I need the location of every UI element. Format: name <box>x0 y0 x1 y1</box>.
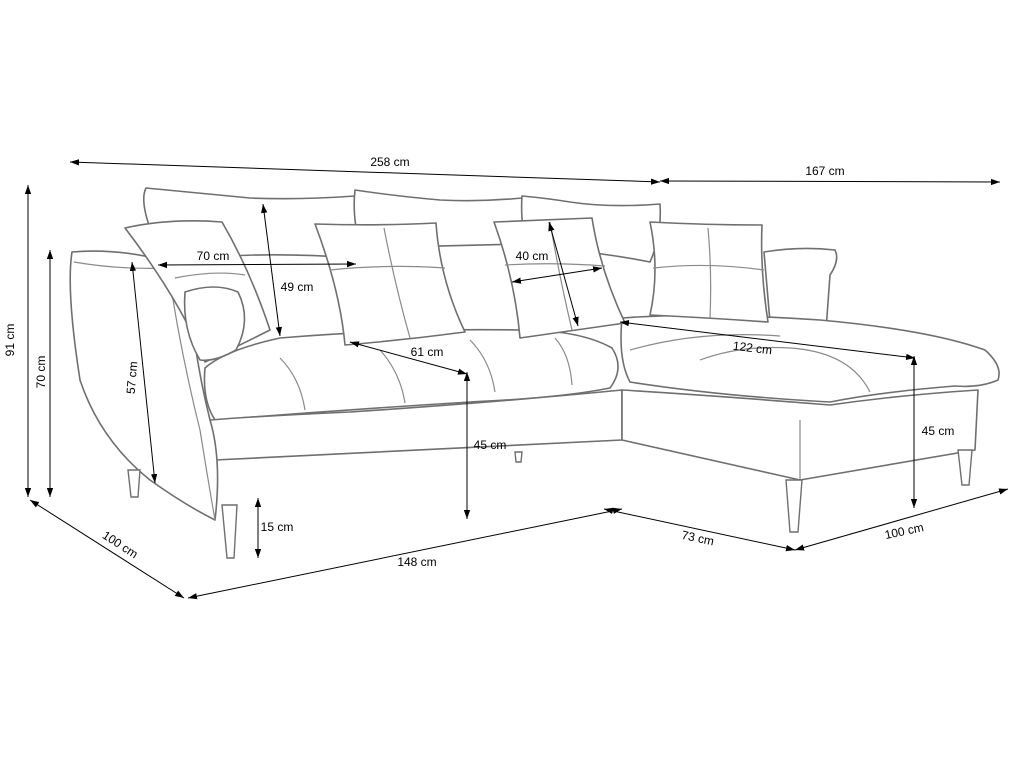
label-total-height: 91 cm <box>3 324 17 357</box>
dimension-lines <box>24 159 1009 600</box>
label-back-pillow: 49 cm <box>281 280 314 294</box>
label-chaise-width: 100 cm <box>883 520 924 542</box>
label-seat-depth: 61 cm <box>411 345 444 359</box>
label-arm-vertical: 57 cm <box>124 361 141 395</box>
dim-line-front-width <box>187 507 623 600</box>
leg-middle <box>514 451 523 463</box>
label-chaise-gap: 73 cm <box>680 528 715 548</box>
sofa-base <box>209 389 623 461</box>
dim-line-back-pillow <box>261 203 282 337</box>
dim-line-cushion-horizontal <box>511 266 603 284</box>
chaise-pillow-seam-h <box>652 264 765 271</box>
dim-line-chaise-gap <box>603 507 796 552</box>
seat-seam-3 <box>469 339 496 393</box>
dim-line-arm-pillow <box>157 260 357 269</box>
arm-front-seam <box>167 267 216 521</box>
label-total-width: 258 cm <box>370 155 409 169</box>
label-chaise-length: 167 cm <box>805 164 844 178</box>
leg-front-chaise <box>785 479 803 533</box>
pillow-left-center-seam-h <box>329 265 446 271</box>
chaise-pillow-seam-v <box>707 227 712 319</box>
label-chaise-seat: 122 cm <box>732 339 773 358</box>
dim-line-seat-depth <box>349 341 468 375</box>
seat-seam-1 <box>279 357 306 411</box>
leg-back-left <box>127 469 141 498</box>
seat-seam-4 <box>554 337 573 386</box>
leg-front-left <box>221 504 238 559</box>
label-side-depth: 100 cm <box>100 528 141 561</box>
label-seat-height: 45 cm <box>474 438 507 452</box>
dim-line-chaise-seat <box>619 319 916 361</box>
pillow-left-center-seam-v <box>383 227 411 339</box>
label-leg-height: 15 cm <box>261 520 294 534</box>
dim-line-arm-vertical <box>129 261 158 484</box>
leg-back-chaise <box>957 449 973 486</box>
label-front-width: 148 cm <box>397 555 436 569</box>
sofa-illustration <box>69 187 1000 559</box>
dim-line-side-depth <box>29 499 185 599</box>
label-cushion-size: 40 cm <box>516 249 549 263</box>
dim-line-chaise-length <box>659 177 1001 186</box>
bolster-pillow <box>183 286 246 362</box>
label-chaise-height: 45 cm <box>922 424 955 438</box>
label-back-height: 70 cm <box>34 356 48 389</box>
dim-line-chaise-width <box>794 488 1009 551</box>
dim-line-total-width <box>69 159 661 185</box>
arm-pillow-seam <box>174 272 246 279</box>
pillow-left-center <box>314 222 466 346</box>
label-arm-pillow: 70 cm <box>197 249 230 263</box>
chaise-seat-cushion <box>620 314 1000 403</box>
